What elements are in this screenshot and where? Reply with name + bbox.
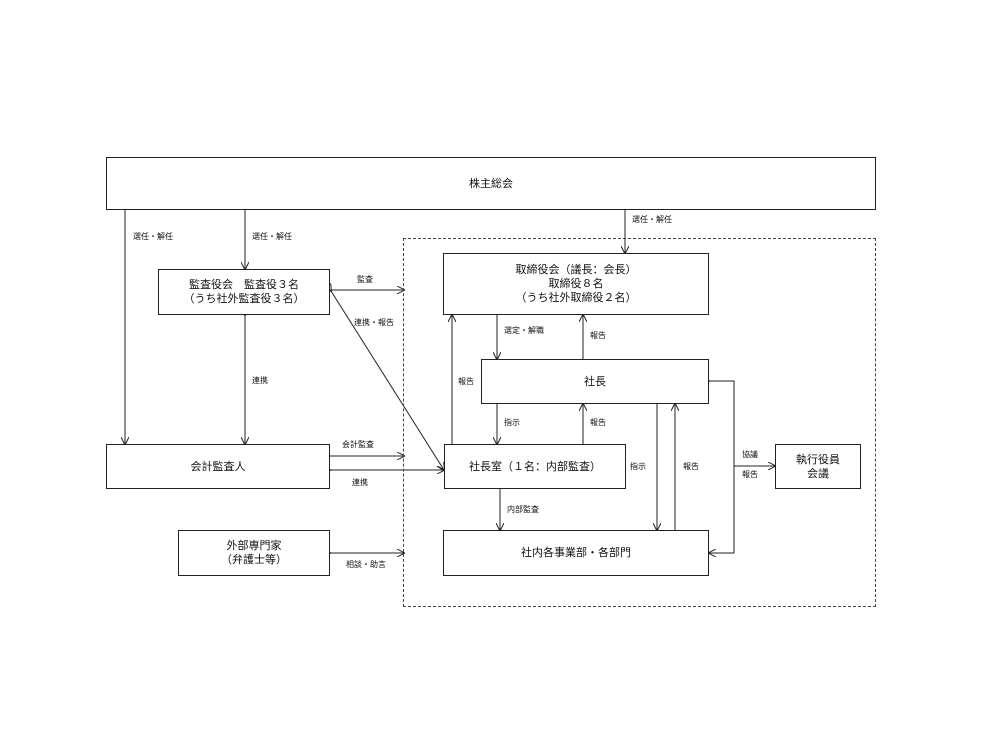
node-text: 会計監査人	[190, 459, 246, 473]
arrow-auditors-office	[331, 291, 444, 470]
node-text: 執行役員	[796, 452, 840, 466]
arrow-president-divisions-side	[709, 381, 735, 553]
node-audit-board: 監査役会 監査役３名 （うち社外監査役３名）	[158, 269, 330, 315]
node-text: （うち社外取締役２名）	[515, 291, 637, 304]
node-text: 取締役８名	[548, 277, 604, 290]
label-internal-audit: 内部監査	[507, 505, 539, 514]
label-report-divisions: 報告	[683, 462, 699, 471]
label-consult-advice: 相談・助言	[346, 560, 386, 569]
label-elect-dismiss-mid: 選任・解任	[252, 232, 292, 241]
label-accounting-audit: 会計監査	[342, 440, 374, 449]
node-text: 監査役会 監査役３名	[189, 278, 299, 291]
node-text: 取締役会（議長：会長）	[515, 263, 637, 276]
label-instruct-divisions: 指示	[630, 462, 646, 471]
node-accounting-auditor: 会計監査人	[106, 444, 330, 489]
label-elect-dismiss-right: 選任・解任	[632, 215, 672, 224]
node-text: 社長	[584, 374, 606, 388]
node-president: 社長	[481, 359, 709, 404]
node-text: 会議	[807, 466, 829, 480]
node-external-experts: 外部専門家 （弁護士等）	[178, 530, 330, 576]
label-report-board: 報告	[590, 331, 606, 340]
label-cooperation-accounting: 連携	[352, 478, 368, 487]
label-instruct-office: 指示	[504, 418, 520, 427]
label-select-dismiss: 選定・解職	[504, 326, 544, 335]
label-report-office-president: 報告	[590, 418, 606, 427]
node-presidents-office: 社長室（１名：内部監査）	[444, 444, 626, 489]
node-board-of-directors: 取締役会（議長：会長） 取締役８名 （うち社外取締役２名）	[443, 253, 709, 315]
internal-organization-boundary	[403, 238, 876, 607]
node-text: 社長室（１名：内部監査）	[469, 459, 601, 473]
label-report-exec: 報告	[742, 470, 758, 479]
node-executive-officers-meeting: 執行役員 会議	[775, 444, 861, 489]
node-text: （うち社外監査役３名）	[183, 292, 305, 305]
node-shareholders-meeting: 株主総会	[106, 157, 876, 210]
node-text: （弁護士等）	[221, 553, 287, 566]
label-report-office-board: 報告	[458, 377, 474, 386]
label-consult: 協議	[742, 450, 758, 459]
node-text: 外部専門家	[226, 539, 282, 552]
label-elect-dismiss-left: 選任・解任	[133, 232, 173, 241]
node-text: 社内各事業部・各部門	[521, 546, 631, 559]
node-text: 株主総会	[469, 176, 513, 190]
label-cooperation: 連携	[252, 376, 268, 385]
node-divisions: 社内各事業部・各部門	[443, 530, 709, 576]
label-audit: 監査	[357, 275, 373, 284]
label-cooperate-report: 連携・報告	[354, 318, 394, 327]
